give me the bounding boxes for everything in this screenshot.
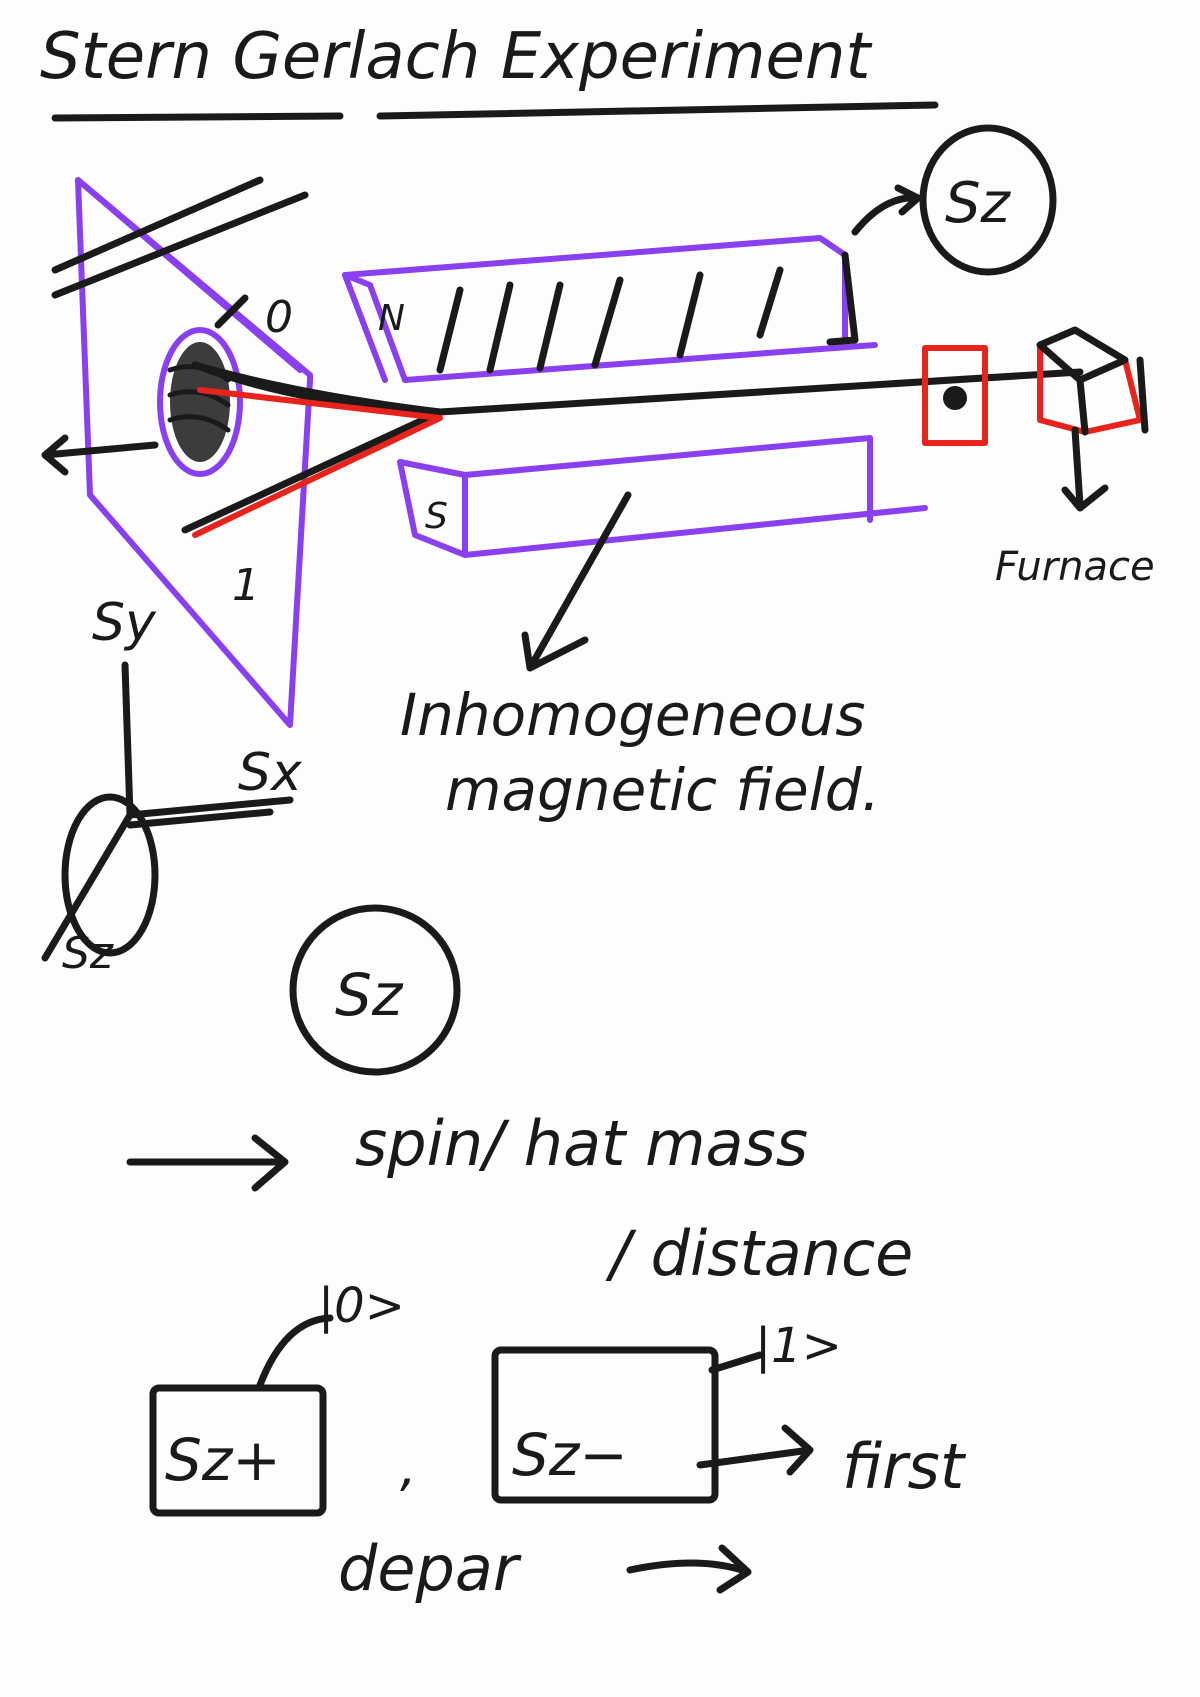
south-magnet bbox=[397, 435, 928, 558]
beam-red-trace bbox=[192, 387, 443, 538]
operator-label-mid: Sz bbox=[335, 961, 404, 1029]
screen-label-0: 0 bbox=[265, 292, 293, 343]
field-caption-1: Inhomogeneous bbox=[400, 681, 866, 749]
screen-slash bbox=[214, 294, 249, 329]
axis-label-sz: Sz bbox=[62, 928, 114, 979]
axis-label-sx: Sx bbox=[238, 743, 303, 803]
title-underline-right bbox=[376, 101, 939, 120]
spin-caption: spin/ hat mass bbox=[355, 1107, 808, 1180]
first-caption: first bbox=[842, 1430, 967, 1503]
depar-caption: depar bbox=[338, 1532, 522, 1605]
axis-label-sy: Sy bbox=[92, 593, 157, 653]
north-magnet bbox=[342, 235, 878, 383]
screen-label-1: 1 bbox=[232, 560, 260, 611]
separator-comma: , bbox=[400, 1438, 417, 1498]
furnace-box bbox=[1036, 326, 1149, 436]
ket-zero-pointer bbox=[256, 1314, 334, 1389]
page-title: Stern Gerlach Experiment bbox=[40, 20, 873, 94]
axis-y bbox=[121, 661, 134, 819]
box-sz-minus bbox=[491, 1346, 719, 1504]
box-sz-plus-label: Sz+ bbox=[165, 1426, 281, 1494]
operator-circle-mid bbox=[289, 904, 461, 1076]
collimator bbox=[922, 345, 988, 446]
field-caption-2: magnetic field. bbox=[445, 756, 880, 824]
screen-left-arrow bbox=[41, 434, 159, 476]
axis-x bbox=[126, 796, 294, 829]
operator-pointer-top bbox=[851, 184, 922, 236]
box-sz-minus-label: Sz− bbox=[512, 1421, 628, 1489]
ket-one-pointer bbox=[708, 1351, 764, 1374]
furnace-arrow bbox=[1061, 426, 1109, 512]
title-underline-left bbox=[51, 112, 344, 122]
south-pole-label: S bbox=[425, 496, 448, 537]
spin-arrow bbox=[126, 1134, 289, 1192]
first-arrow bbox=[696, 1424, 814, 1476]
ket-one: |1> bbox=[755, 1318, 842, 1374]
operator-label-top: Sz bbox=[945, 171, 1012, 236]
collimator-hole bbox=[943, 386, 967, 410]
north-pole-label: N bbox=[378, 298, 405, 339]
depar-arrow bbox=[626, 1544, 752, 1594]
beam-upper-deflect bbox=[191, 361, 444, 416]
axis-z bbox=[41, 811, 134, 962]
operator-circle-top bbox=[919, 124, 1057, 276]
distance-caption: / distance bbox=[605, 1217, 913, 1290]
box-sz-plus bbox=[149, 1384, 327, 1517]
ket-zero: |0> bbox=[318, 1278, 405, 1334]
screen-hatch-2 bbox=[51, 191, 309, 299]
furnace-label: Furnace bbox=[995, 544, 1155, 590]
bloch-ellipse bbox=[61, 793, 159, 957]
screen-hatch-1 bbox=[51, 176, 264, 274]
beam-lower-deflect bbox=[181, 408, 444, 534]
field-arrow bbox=[521, 491, 632, 672]
